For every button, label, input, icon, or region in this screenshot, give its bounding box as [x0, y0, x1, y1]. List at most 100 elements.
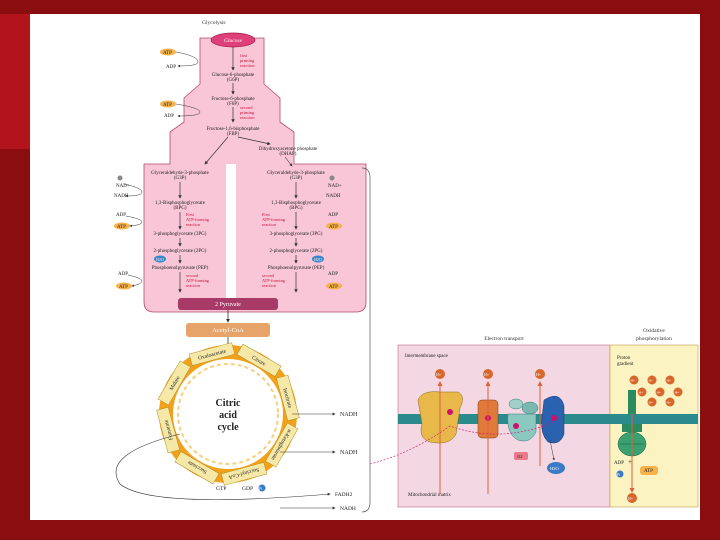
proton-ion [673, 387, 683, 397]
h2o-left: H2O [156, 257, 164, 262]
pyruvate-label: 2 Pyruvate [215, 302, 241, 308]
second-atp-right-2: ATP-forming [262, 278, 286, 283]
electron-transport-panel: Electron transport Oxidative phosphoryla… [369, 328, 699, 508]
split-arrow-right [237, 136, 271, 146]
glycolysis-right-branch: Glyceraldehyde-3-phosphate (G3P) 1,3-Bis… [262, 171, 326, 293]
atp-left-2: ATP [119, 285, 128, 290]
nadh-cycle-1: NADH [340, 412, 358, 418]
g6p-abbr: (G6P) [227, 78, 240, 83]
title-bar-accent [0, 14, 30, 149]
h2o-right: H2O [314, 257, 322, 262]
metabolism-diagram: Glycolysis Glucose ATP ADP first priming… [114, 20, 699, 513]
second-atp-left-3: reaction [186, 283, 201, 288]
priming2-line3: reaction [240, 115, 255, 120]
atp-badge-2 [160, 100, 176, 108]
cycle-intermediate-7: Oxaloacetate [188, 342, 236, 366]
nad-left: NAD+ [116, 184, 130, 189]
split-arrow-left [204, 136, 229, 165]
pg2-right: 2-phosphoglycerate (2PG) [270, 249, 323, 254]
cycle-title-3: cycle [217, 422, 239, 433]
glycolysis-left-branch: Glyceraldehyde-3-phosphate (G3P) 1,3-Bis… [151, 171, 210, 293]
proton-ion-label: H+ [649, 401, 654, 405]
f6p-label: Fructose-6-phosphate [211, 97, 255, 102]
gdp-label: GDP [242, 486, 253, 492]
atp-right-2: ATP [329, 285, 338, 290]
glucose-label: Glucose [224, 38, 243, 44]
proton-gradient-2: gradient [617, 362, 634, 367]
pg3-left: 3-phosphoglycerate (3PG) [154, 232, 207, 237]
proton-ion-label: H+ [649, 379, 654, 383]
atp-right-1: ATP [329, 225, 338, 230]
o2-label: O2 [517, 454, 523, 459]
pi-label: Pi [259, 486, 263, 491]
priming1-line2: priming [240, 58, 255, 63]
h-ion-1: H+ [436, 372, 442, 377]
svg-text:reaction: reaction [240, 63, 255, 68]
atp-label-1: ATP [163, 51, 172, 56]
svg-text:reaction: reaction [240, 115, 255, 120]
g3p-right-label: Glyceraldehyde-3-phosphate [267, 171, 326, 176]
cycle-intermediate-6: Malate [157, 360, 191, 406]
dhap-label: Dihydroxyacetone phosphate [259, 147, 318, 152]
atp-label-2: ATP [163, 103, 172, 108]
atp-left-1: ATP [117, 225, 126, 230]
cycle-intermediate-label: Fumarate [163, 418, 174, 440]
h-ion-3: H+ [536, 372, 542, 377]
atp-synthase-adp: ADP [614, 461, 624, 466]
g3p-left-label: Glyceraldehyde-3-phosphate [151, 171, 210, 176]
cycle-products: NADH NADH GTP GDP Pi FADH2 NADH [115, 412, 358, 512]
svg-text:first: first [240, 53, 248, 58]
proton-ion-label: H+ [667, 401, 672, 405]
plus-sign: + [628, 458, 632, 466]
bpg-left-label: 1,3-Bisphosphoglycerate [155, 201, 206, 206]
nadh-right: NADH [326, 194, 341, 199]
acetyl-coa-label: Acetyl-CoA [212, 327, 244, 334]
priming-note-1: first priming reaction [240, 53, 255, 68]
priming2-line1: second [240, 105, 253, 110]
gtp-label: GTP [216, 486, 226, 492]
water-label: H2O [550, 466, 559, 471]
proton-gradient-ions: H+H+H+H+H+H+H+H+ [629, 375, 683, 407]
pg3-right: 3-phosphoglycerate (3PG) [270, 232, 323, 237]
proton-ion-label: H+ [639, 391, 644, 395]
cycle-title-2: acid [219, 410, 237, 421]
g6p-label: Glucose-6-phosphate [212, 73, 255, 78]
nadh-left: NADH [114, 194, 129, 199]
adp-label-2: ADP [164, 114, 174, 119]
fbp-abbr: (FBP) [227, 132, 240, 137]
bpg-right-abbr: (BPG) [289, 206, 302, 211]
pyruvate-box [178, 298, 278, 310]
adp-left-2: ADP [118, 272, 128, 277]
cycle-intermediate-5: Fumarate [156, 406, 180, 454]
proton-ion-label: H+ [631, 379, 636, 383]
pg2-left: 2-phosphoglycerate (2PG) [154, 249, 207, 254]
left-cofactors: NAD+ NADH ADP ATP ADP ATP [114, 175, 143, 290]
svg-text:priming: priming [240, 110, 255, 115]
adp-left-1: ADP [116, 213, 126, 218]
nadh-cycle-2: NADH [340, 450, 358, 456]
cycle-intermediate-label: Isocitrate [281, 388, 292, 410]
slide-canvas: Glycolysis Glucose ATP ADP first priming… [30, 14, 700, 520]
pep-right: Phosphoenolpyruvate (PEP) [268, 266, 325, 271]
fbp-label: Fructose-1,6-bisphosphate [207, 127, 261, 132]
glycolysis-upper-shape [143, 37, 367, 313]
glycolysis-split-gap [226, 164, 236, 304]
adp-right-2: ADP [328, 272, 338, 277]
h2o-badge-right [312, 255, 324, 263]
proton-ion [647, 375, 657, 385]
proton-ion [655, 387, 665, 397]
glycolysis-title: Glycolysis [202, 20, 226, 26]
g3p-left-abbr: (G3P) [174, 176, 187, 181]
nad-right: NAD+ [328, 184, 342, 189]
fadh2-label: FADH2 [335, 492, 353, 498]
h2o-badge-left [154, 255, 166, 263]
adp-label-1: ADP [166, 65, 176, 70]
nadh-cycle-3: NADH [340, 506, 356, 512]
first-atp-right-3: reaction [262, 222, 277, 227]
priming1-line3: reaction [240, 63, 255, 68]
pathway-bracket [361, 167, 371, 513]
second-atp-right-1: second [262, 273, 275, 278]
first-atp-left-3: reaction [186, 222, 201, 227]
proton-ion-label: H+ [667, 379, 672, 383]
